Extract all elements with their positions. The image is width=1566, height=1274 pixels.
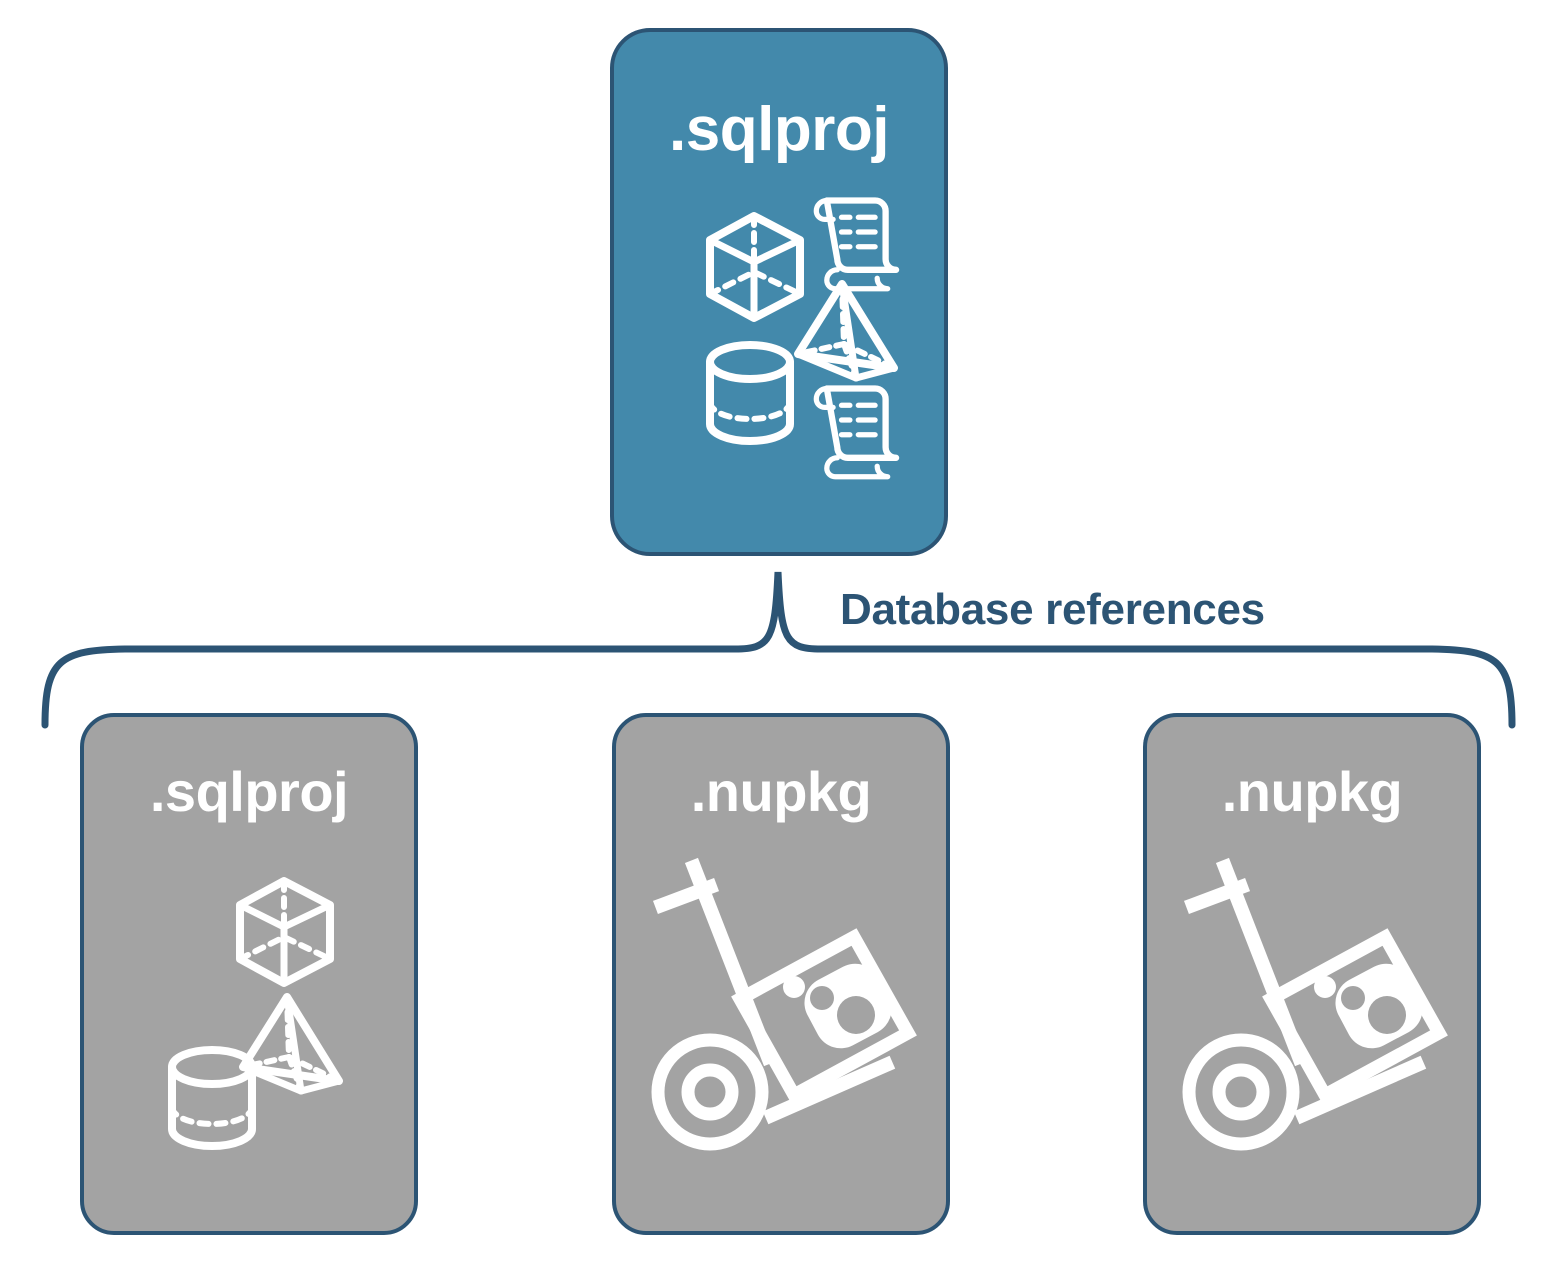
package-dolly-svg [1182,857,1448,1151]
nuget-logo-holes [810,986,875,1034]
root-sqlproj-card[interactable]: .sqlproj [610,28,948,556]
package-dolly-svg [651,857,917,1151]
cube-icon [706,212,804,322]
reference-card-title: .nupkg [1221,760,1403,823]
reference-card-title: .sqlproj [149,760,349,823]
root-card-icon-group [614,182,944,480]
package-dolly-icon [1182,857,1448,1151]
reference-card-icon-group [1147,847,1477,1207]
package-dolly-icon [651,857,917,1151]
root-shapes-svg [706,197,900,480]
brace-label: Database references [840,585,1265,634]
cylinder-icon [168,1046,256,1150]
reference-card-nupkg-2[interactable]: .nupkg [1143,713,1481,1235]
root-card-title: .sqlproj [669,95,889,164]
scroll-icon [813,197,900,292]
reference-card-icon-group [616,847,946,1207]
reference-card-icon-group [84,847,414,1207]
cube-icon [236,877,334,987]
sqlproj-shapes-svg [168,877,343,1150]
reference-card-sqlproj[interactable]: .sqlproj [80,713,418,1235]
cylinder-icon [706,341,794,445]
scroll-icon [813,385,900,480]
nuget-logo-holes [1341,986,1406,1034]
reference-card-nupkg-1[interactable]: .nupkg [612,713,950,1235]
brace-path [41,571,1516,729]
reference-card-title: .nupkg [690,760,872,823]
pyramid-icon [794,280,898,382]
pyramid-icon [239,993,343,1095]
